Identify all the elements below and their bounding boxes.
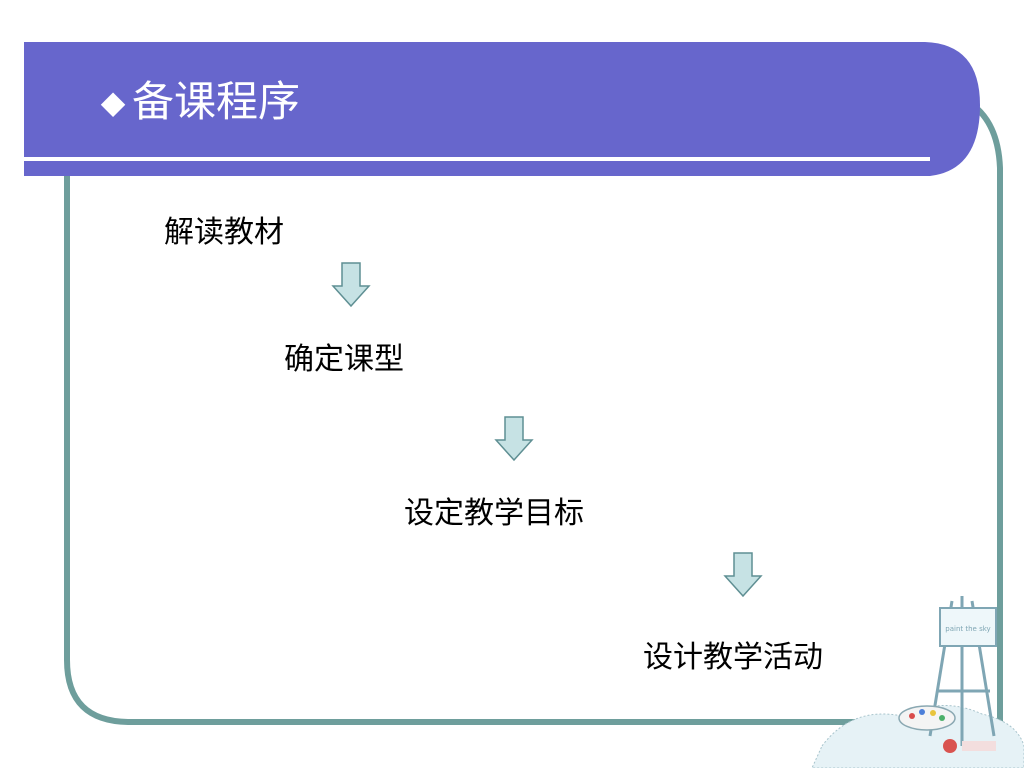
down-arrow-icon [723, 552, 763, 598]
slide-title: ◆ 备课程序 [100, 72, 300, 132]
step-4-label: 设计教学活动 [643, 640, 823, 675]
title-band [24, 42, 980, 176]
easel-text: paint the sky [945, 625, 990, 633]
title-text: 备课程序 [132, 77, 301, 126]
down-arrow-icon [331, 262, 371, 308]
painting-easel-icon: paint the sky [812, 596, 1024, 768]
step-1-label: 解读教材 [164, 215, 284, 250]
content-border [64, 97, 1003, 725]
step-3-label: 设定教学目标 [404, 496, 584, 531]
diamond-icon: ◆ [100, 83, 126, 121]
down-arrow-icon [494, 416, 534, 462]
step-2-label: 确定课型 [284, 342, 404, 377]
